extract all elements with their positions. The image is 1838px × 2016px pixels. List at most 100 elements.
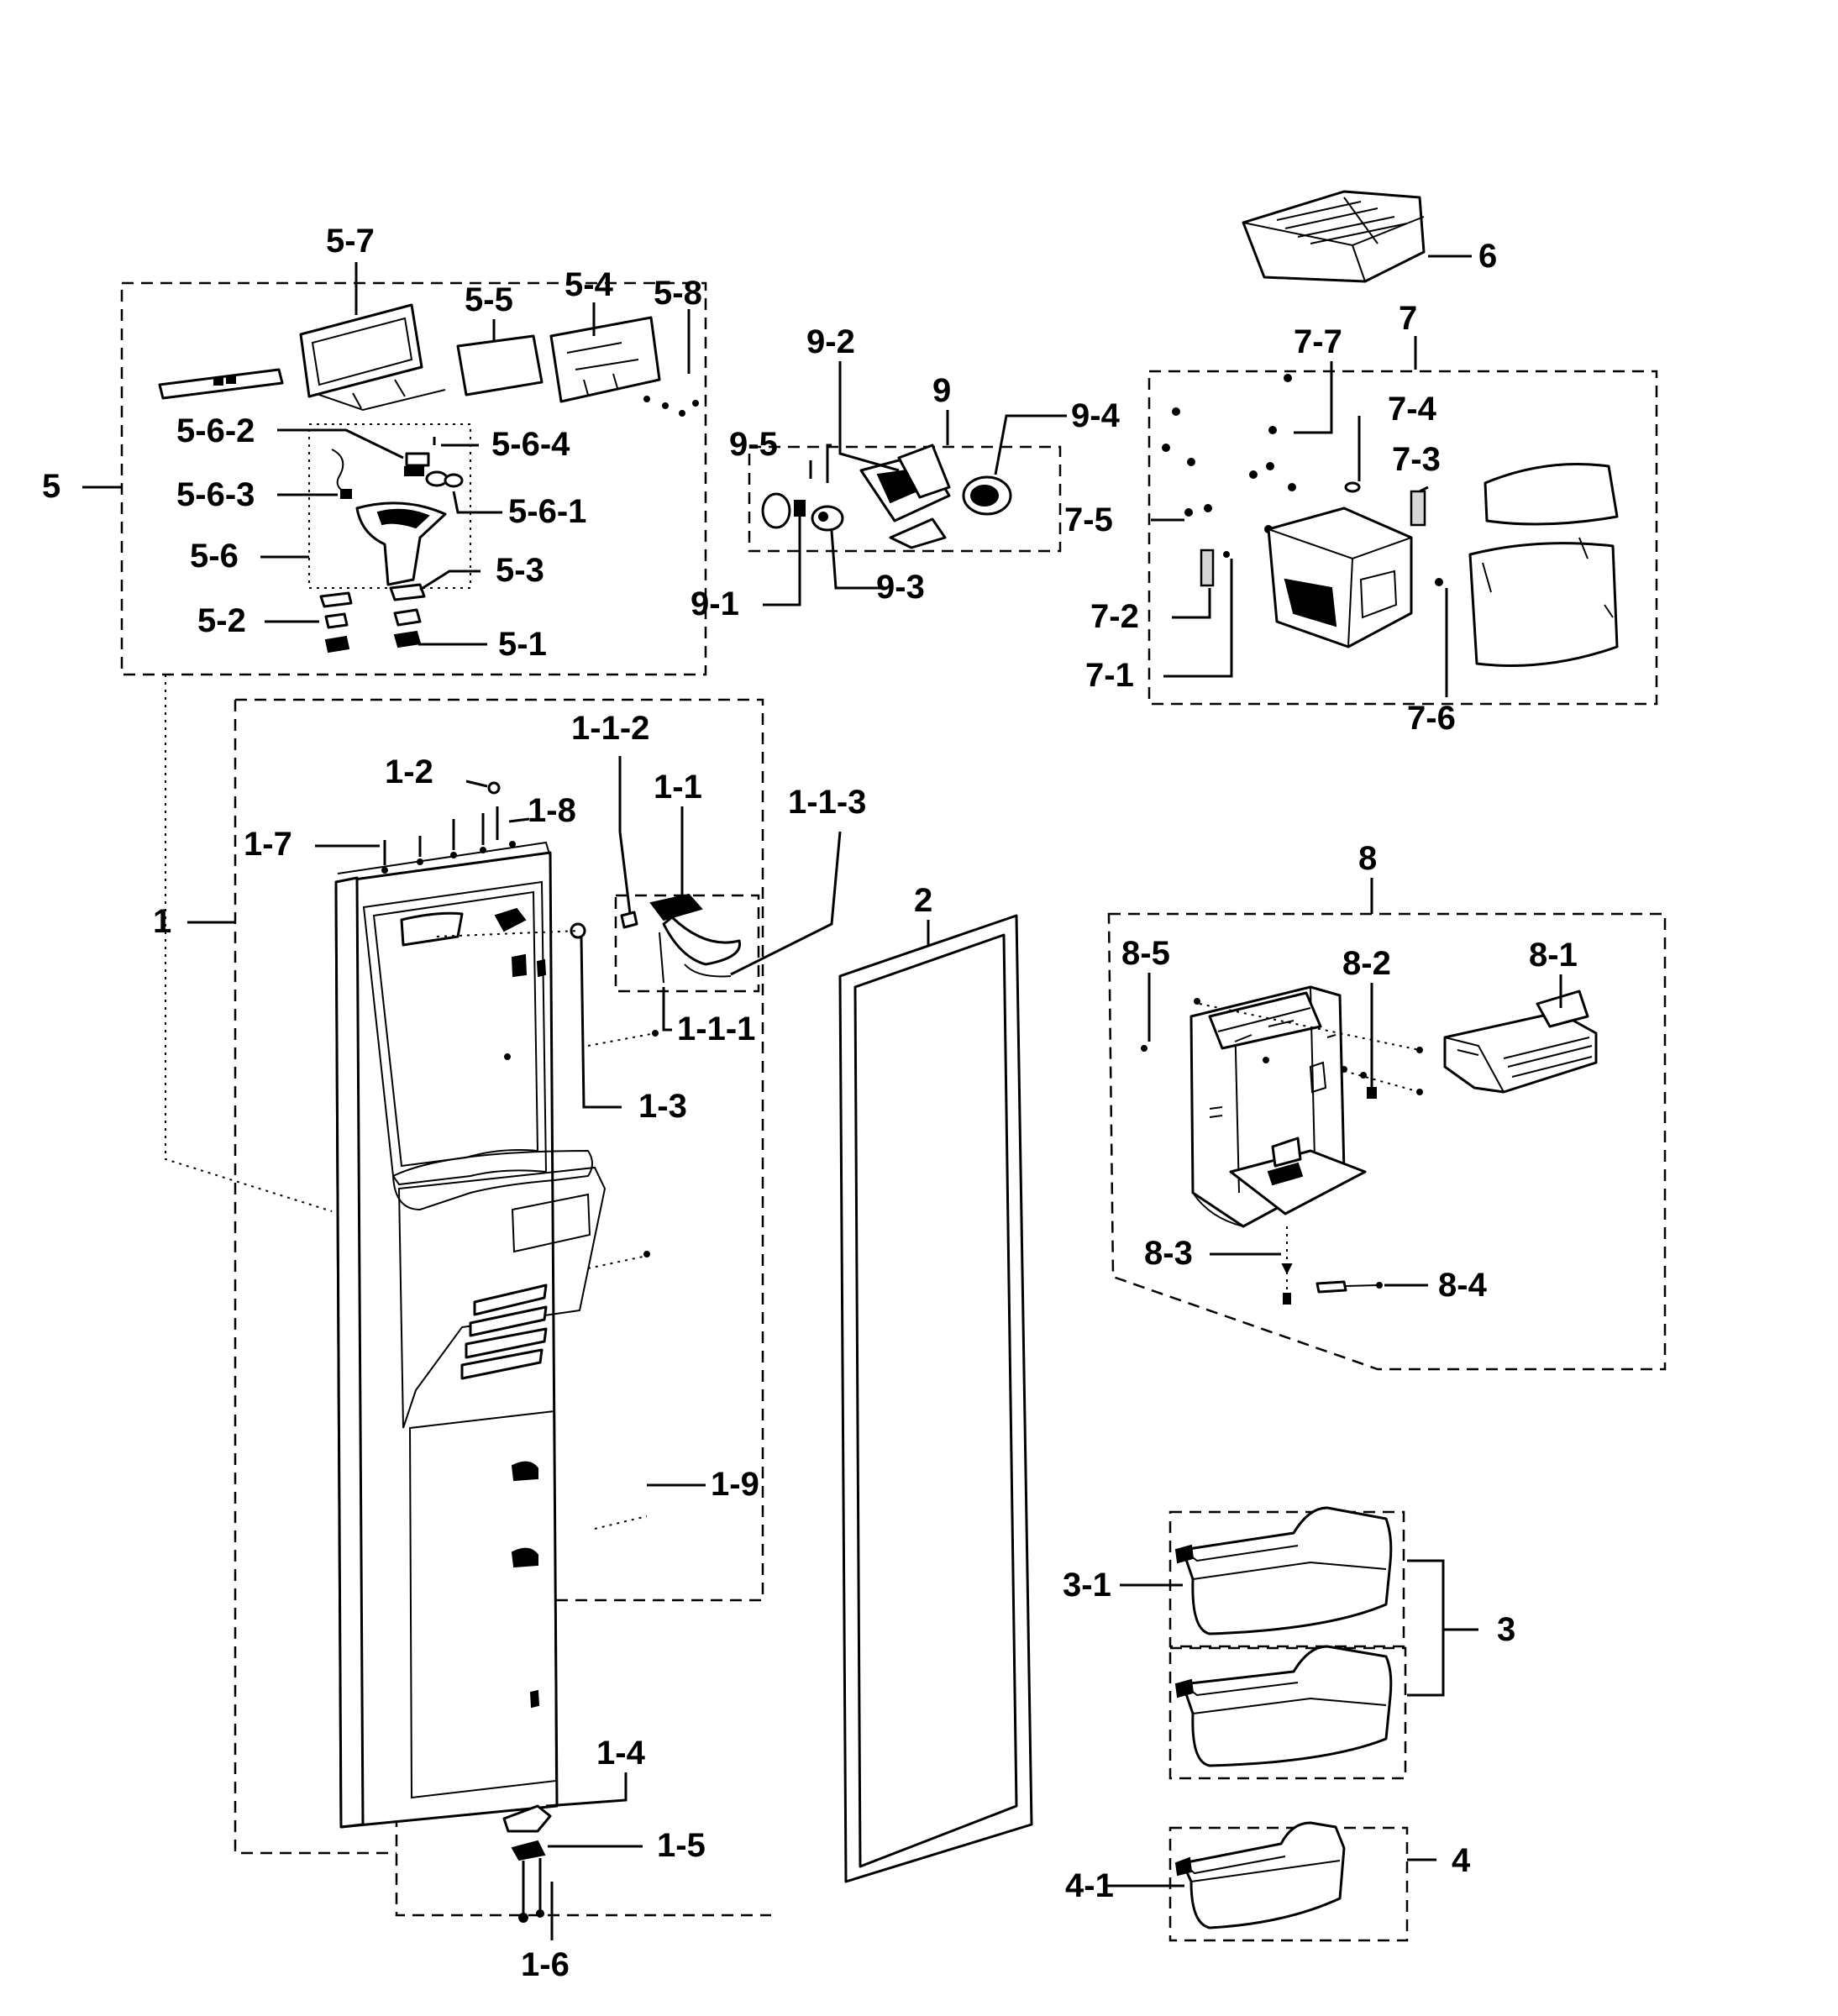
callout-labels: 5-7 5-5 5-4 5-8 5-6-2 5-6-4 5 5-6-3 5-6-… <box>42 223 1578 1983</box>
hinge-bolt-end <box>536 1909 544 1918</box>
pad-5-2c <box>324 635 350 654</box>
callout-9-5: 9-5 <box>729 426 778 463</box>
wire-connector <box>340 489 352 499</box>
leader-1-3 <box>580 936 622 1109</box>
callout-5-5: 5-5 <box>465 281 513 318</box>
door-screw <box>652 1030 659 1037</box>
callout-8-3: 8-3 <box>1144 1235 1193 1272</box>
sensor-8-4 <box>1315 1280 1347 1294</box>
leader-lines <box>82 255 1562 1940</box>
screw <box>1172 407 1180 416</box>
door-bin-4 <box>1181 1821 1346 1929</box>
bracket-7-3 <box>1410 490 1426 527</box>
group-link-5-to-1 <box>165 675 333 1212</box>
callout-4-1: 4-1 <box>1065 1867 1114 1904</box>
strip-button <box>226 375 236 384</box>
leader-1-1-2 <box>618 756 632 915</box>
callout-7-3: 7-3 <box>1392 441 1441 478</box>
dispenser-louver <box>460 1348 544 1380</box>
callout-7-7: 7-7 <box>1294 323 1342 360</box>
callout-7-2: 7-2 <box>1090 598 1139 635</box>
callout-5-6-1: 5-6-1 <box>508 493 586 530</box>
screw <box>1162 444 1170 452</box>
callout-5-3: 5-3 <box>496 552 544 589</box>
door-screw <box>381 867 388 874</box>
door-bin-hook <box>511 1547 538 1568</box>
pad-5-2 <box>319 591 353 608</box>
door-screw <box>509 841 516 848</box>
door-bin-3-upper <box>1181 1506 1393 1635</box>
callout-1-3: 1-3 <box>638 1088 687 1125</box>
door-screw <box>504 1053 511 1060</box>
leader-5-6-2 <box>277 428 404 459</box>
solenoid-cable <box>662 916 741 966</box>
pcb-screw <box>679 410 685 417</box>
callout-5: 5 <box>42 468 60 505</box>
callout-8-4: 8-4 <box>1438 1267 1488 1304</box>
door-dot-line <box>587 1032 656 1047</box>
duct-flap <box>889 517 947 549</box>
parts-group-8 <box>1141 985 1598 1305</box>
callout-1-7: 1-7 <box>244 826 292 863</box>
dispenser-louver <box>473 1284 548 1316</box>
auger-motor-housing <box>1267 507 1413 648</box>
callout-5-6-3: 5-6-3 <box>176 476 255 513</box>
screw <box>1263 1057 1269 1063</box>
ice-bucket-body <box>1468 542 1619 667</box>
screw <box>1360 1072 1367 1079</box>
ice-maker-tray-detail <box>1267 1162 1304 1186</box>
lever-button <box>425 470 449 487</box>
callout-3-1: 3-1 <box>1063 1567 1111 1604</box>
auger-motor-detail <box>1284 578 1337 627</box>
door-dot-line <box>587 1255 648 1269</box>
pad-5-3 <box>389 583 426 601</box>
door-bin-3-lower <box>1181 1645 1393 1767</box>
door-left-edge <box>334 876 365 1829</box>
callout-8: 8 <box>1358 840 1377 877</box>
screw <box>1141 1045 1147 1052</box>
door-top-vent <box>494 907 527 932</box>
screw <box>1266 462 1274 470</box>
ice-maker-housing-top <box>1208 991 1322 1050</box>
callout-5-1: 5-1 <box>498 626 547 663</box>
control-pcb-detail <box>566 342 639 396</box>
ice-maker-unit-teeth <box>1503 1037 1593 1078</box>
door-bin-hook <box>511 1461 538 1482</box>
ice-maker-dot-line <box>1343 1070 1421 1093</box>
callout-7-6: 7-6 <box>1407 700 1456 737</box>
control-pcb <box>549 316 661 403</box>
callout-1-9: 1-9 <box>711 1466 759 1503</box>
door-screw <box>643 1251 650 1257</box>
leader-1-8 <box>508 817 530 823</box>
duct-cap <box>761 492 791 529</box>
door-bin-4-clip <box>1174 1856 1193 1877</box>
dispenser-lever-detail <box>376 508 430 529</box>
parts-group-1 <box>334 781 741 1923</box>
group-box-3-lower <box>1168 1646 1407 1780</box>
screw-8-3b <box>1283 1293 1291 1305</box>
leader-7-1 <box>1163 559 1233 678</box>
dispenser-louver <box>469 1305 548 1337</box>
callout-5-6-4: 5-6-4 <box>491 426 570 463</box>
lever-button <box>444 473 464 488</box>
door-screw <box>480 847 486 853</box>
parts-gasket-2 <box>838 914 1033 1883</box>
door-dot-line <box>436 930 580 937</box>
ice-bucket-front <box>1484 463 1619 526</box>
lever-clip <box>404 466 424 476</box>
pcb-screw <box>662 402 669 409</box>
leader-9-1 <box>763 514 801 606</box>
callout-5-6-2: 5-6-2 <box>176 412 255 449</box>
pcb-screw <box>643 396 650 402</box>
callout-5-2: 5-2 <box>197 602 246 639</box>
callout-9-1: 9-1 <box>691 585 739 622</box>
door-bin-3-upper-clip <box>1174 1544 1195 1564</box>
door-dot-line <box>594 1515 648 1530</box>
callout-1-1-3: 1-1-3 <box>788 784 866 821</box>
parts-group-9 <box>761 444 1012 549</box>
callout-9: 9 <box>932 372 951 409</box>
pad-5-1 <box>393 630 422 648</box>
ice-maker-chute <box>1271 1137 1302 1168</box>
pcb-screw <box>692 400 699 407</box>
